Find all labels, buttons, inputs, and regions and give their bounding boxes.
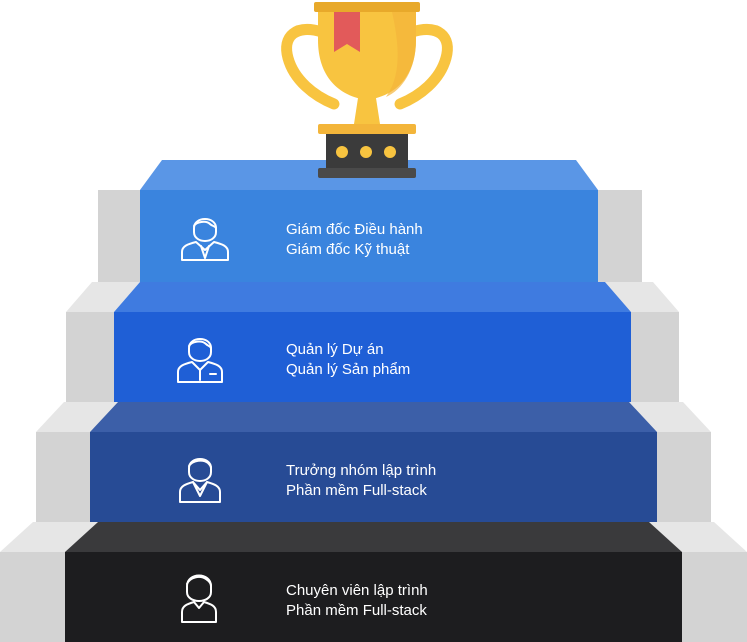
step-4-label: Chuyên viên lập trình Phần mềm Full-stac… [286, 581, 428, 621]
trophy-dot [336, 146, 348, 158]
step-1-label: Giám đốc Điều hành Giám đốc Kỹ thuật [286, 220, 423, 260]
step-3-subtitle: Phần mềm Full-stack [286, 482, 427, 499]
step-2-block [66, 282, 679, 402]
manager-person-icon [177, 338, 223, 383]
trophy-dot [360, 146, 372, 158]
step-1-title: Giám đốc Điều hành [286, 221, 423, 238]
developer-person-icon [181, 574, 217, 623]
step-4-title: Chuyên viên lập trình [286, 582, 428, 599]
step-4-subtitle: Phần mềm Full-stack [286, 602, 427, 619]
step-3-label: Trưởng nhóm lập trình Phần mềm Full-stac… [286, 461, 436, 501]
step-2-label: Quản lý Dự án Quản lý Sản phẩm [286, 340, 410, 380]
executive-person-icon [181, 218, 229, 261]
step-2-subtitle: Quản lý Sản phẩm [286, 361, 411, 378]
step-3-title: Trưởng nhóm lập trình [286, 462, 437, 479]
step-2-title: Quản lý Dự án [286, 341, 384, 358]
trophy-icon [281, 2, 453, 178]
team-lead-person-icon [179, 458, 221, 503]
step-1-block [98, 160, 642, 282]
step-4-block [0, 522, 747, 642]
step-1-subtitle: Giám đốc Kỹ thuật [286, 241, 410, 258]
step-3-block [36, 402, 711, 522]
trophy-dot [384, 146, 396, 158]
